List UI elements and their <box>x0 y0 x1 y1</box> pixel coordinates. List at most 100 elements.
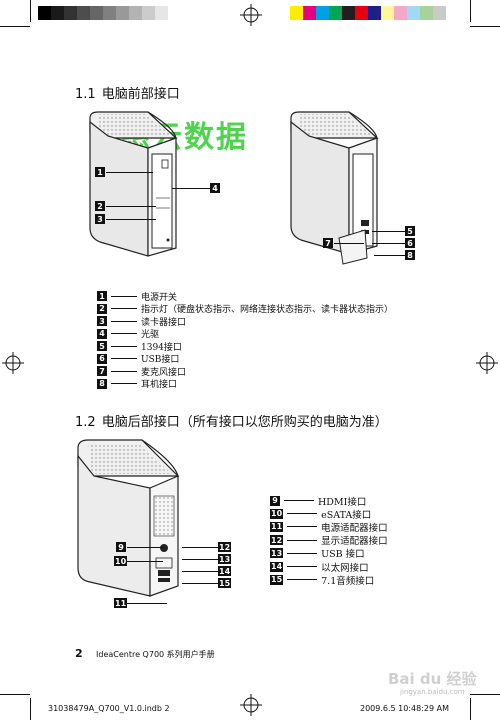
color-swatch <box>342 6 355 20</box>
section-number: 1.2 <box>75 415 96 430</box>
registration-mark-icon <box>240 694 262 716</box>
crop-mark <box>0 694 30 695</box>
legend-leader <box>111 358 137 360</box>
side-pc-illustration <box>290 111 379 265</box>
color-swatch <box>368 6 381 20</box>
callout-8: 8 <box>405 250 415 260</box>
legend-row: 14 以太网接口 <box>270 560 388 574</box>
legend-leader <box>287 552 318 554</box>
legend-number-badge: 1 <box>97 291 107 302</box>
legend-leader <box>287 579 318 581</box>
leader-line <box>127 561 163 562</box>
callout-2: 2 <box>95 201 105 211</box>
legend-number-badge: 11 <box>270 521 284 532</box>
leader-line <box>182 559 218 560</box>
crop-mark <box>470 0 471 22</box>
legend-leader <box>111 320 137 322</box>
section-title: 电脑后部接口（所有接口以您所购买的电脑为准） <box>101 415 388 430</box>
gray-swatch <box>103 6 116 20</box>
legend-label: 电源适配器接口 <box>321 522 388 534</box>
leader-line <box>172 188 210 189</box>
leader-line <box>127 547 163 548</box>
gray-swatch <box>77 6 90 20</box>
legend-leader <box>287 526 318 528</box>
legend-leader <box>287 513 318 515</box>
legend-leader <box>284 500 314 502</box>
legend-label: 1394接口 <box>141 342 182 353</box>
legend-leader <box>111 345 137 347</box>
legend-number-badge: 10 <box>270 508 284 519</box>
leader-line <box>372 231 405 232</box>
legend-leader <box>111 383 137 385</box>
callout-11: 11 <box>114 598 128 608</box>
callout-7: 7 <box>323 238 333 248</box>
legend-leader <box>111 370 137 372</box>
baidu-url: jingyan.baidu.com <box>400 688 465 696</box>
callout-5: 5 <box>405 226 415 236</box>
color-swatch <box>381 6 394 20</box>
gray-swatch <box>64 6 77 20</box>
page-number: 2 <box>75 647 83 660</box>
crop-mark <box>470 698 471 720</box>
legend-label: HDMI接口 <box>318 496 367 508</box>
leader-line <box>182 547 218 548</box>
crop-mark <box>0 26 30 27</box>
callout-10: 10 <box>114 556 128 566</box>
manual-title: IdeaCentre Q700 系列用户手册 <box>96 650 215 659</box>
gray-swatch <box>116 6 129 20</box>
legend-label: 麦克风接口 <box>141 367 187 378</box>
color-swatch <box>420 6 433 20</box>
legend-label: 以太网接口 <box>321 562 369 574</box>
callout-15: 15 <box>218 578 232 588</box>
legend-label: 光驱 <box>141 330 160 341</box>
color-swatch <box>303 6 316 20</box>
section-number: 1.1 <box>75 87 96 102</box>
legend-label: USB接口 <box>141 355 180 366</box>
color-swatch <box>329 6 342 20</box>
legend-leader <box>111 333 137 335</box>
color-swatch <box>290 6 303 20</box>
color-swatch <box>316 6 329 20</box>
file-name: 31038479A_Q700_V1.0.indb 2 <box>48 704 170 713</box>
legend-row: 6 USB接口 <box>97 353 393 366</box>
legend-number-badge: 6 <box>97 353 107 364</box>
legend-label: USB 接口 <box>321 549 365 561</box>
legend-number-badge: 13 <box>270 548 284 559</box>
legend-row: 12 显示适配器接口 <box>270 534 388 547</box>
leader-line <box>372 243 405 244</box>
color-swatch <box>433 6 446 20</box>
callout-6: 6 <box>405 238 415 248</box>
leader-line <box>106 172 153 173</box>
callout-9: 9 <box>116 542 126 552</box>
legend-label: 读卡器接口 <box>141 317 187 328</box>
section-title: 电脑前部接口 <box>101 87 180 102</box>
legend-leader <box>111 295 137 297</box>
legend-label: 显示适配器接口 <box>321 536 388 548</box>
color-swatch <box>407 6 420 20</box>
color-calibration-bar <box>290 6 446 20</box>
registration-mark-icon <box>2 352 24 374</box>
crop-mark <box>470 26 500 27</box>
legend-label: 指示灯（硬盘状态指示、网络连接状态指示、读卡器状态指示） <box>141 305 394 316</box>
section-heading-rear: 1.2 电脑后部接口（所有接口以您所购买的电脑为准） <box>75 411 388 430</box>
legend-number-badge: 12 <box>270 535 284 546</box>
legend-label: eSATA接口 <box>321 509 372 521</box>
leader-line <box>374 255 405 256</box>
gray-swatch <box>129 6 142 20</box>
leader-line <box>182 583 218 584</box>
legend-leader <box>111 308 137 310</box>
legend-leader <box>287 539 318 541</box>
timestamp: 2009.6.5 10:48:29 AM <box>360 704 450 713</box>
legend-number-badge: 14 <box>270 561 284 572</box>
leader-line <box>106 206 156 207</box>
callout-4: 4 <box>210 183 220 193</box>
